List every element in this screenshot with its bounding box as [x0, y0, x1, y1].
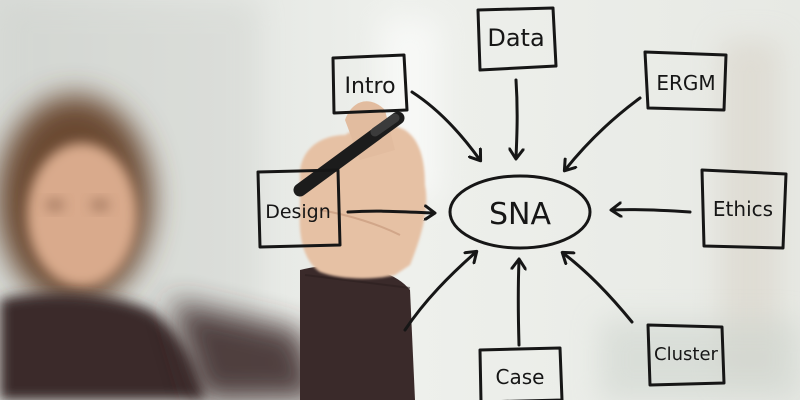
sleeve — [300, 265, 415, 400]
sna-diagram — [256, 6, 788, 400]
box-ergm — [643, 50, 728, 112]
label-ergm: ERGM — [656, 71, 715, 95]
arrow-ergm — [565, 96, 642, 170]
label-case: Case — [496, 365, 545, 389]
label-intro: Intro — [344, 74, 395, 99]
box-design — [256, 168, 342, 249]
sleeve-fold — [304, 274, 411, 289]
blurred-person — [0, 95, 320, 400]
hand-crease — [319, 209, 401, 236]
label-data: Data — [487, 24, 544, 52]
background-blur-bottom — [600, 320, 800, 400]
label-cluster: Cluster — [654, 344, 718, 365]
body — [0, 293, 205, 400]
writing-hand — [293, 101, 427, 400]
arrow-intro — [410, 90, 480, 160]
eye-right — [90, 199, 110, 211]
arrow-ethics — [612, 210, 692, 212]
label-center: SNA — [489, 197, 551, 232]
diagram-labels: Data Intro ERGM Design Ethics Case Clust… — [265, 24, 773, 389]
arrow-cluster — [563, 253, 634, 324]
face — [27, 143, 137, 287]
marker-cap — [370, 113, 400, 137]
center-ellipse — [448, 174, 592, 250]
arrow-lower-left — [403, 252, 476, 332]
box-cluster — [646, 323, 726, 387]
shoulder — [170, 300, 320, 400]
arrow-design — [346, 211, 434, 213]
box-ethics — [700, 168, 788, 250]
eye-left — [45, 199, 65, 211]
label-design: Design — [265, 201, 331, 223]
arrow-case — [518, 260, 519, 347]
box-data — [476, 6, 558, 72]
box-case — [478, 346, 564, 400]
box-intro — [331, 53, 409, 115]
label-ethics: Ethics — [713, 197, 773, 221]
arrow-data — [516, 78, 517, 158]
